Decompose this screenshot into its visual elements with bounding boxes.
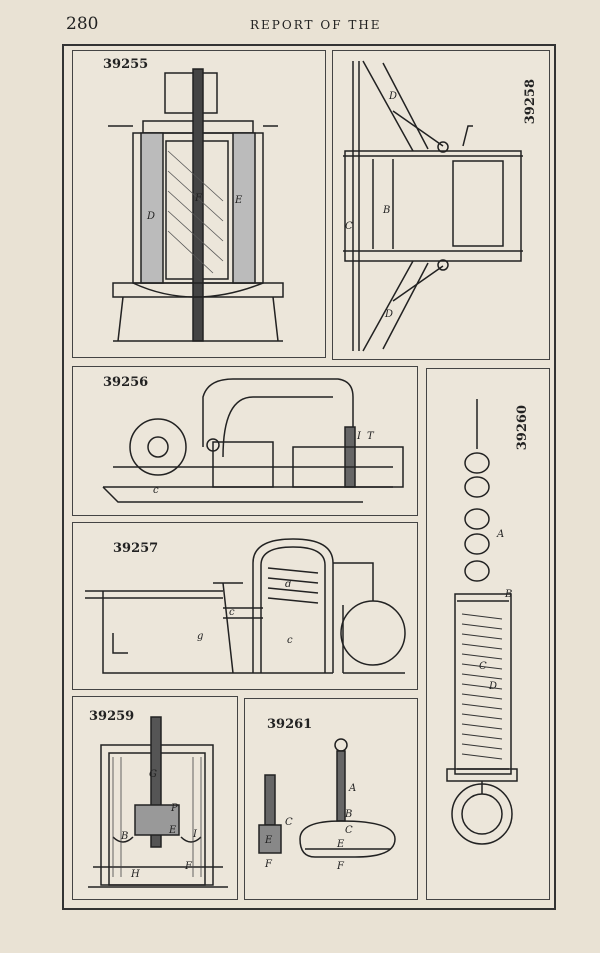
- figure-39257: 39257 d c g c: [72, 522, 418, 690]
- figure-number: 39259: [89, 709, 135, 724]
- press-drawing: F D E: [108, 68, 284, 342]
- label-C: C: [479, 661, 487, 672]
- label-E-right: E: [336, 839, 345, 850]
- label-g: g: [197, 631, 203, 642]
- figure-39255: 39255 F D E: [72, 50, 326, 358]
- label-E-left: E: [264, 835, 273, 846]
- running-head: REPORT OF THE: [250, 18, 382, 32]
- label-F: F: [194, 193, 203, 204]
- figure-39260: 39260 A B C D: [426, 368, 550, 900]
- spring-balance-drawing: A B C D: [446, 399, 518, 845]
- label-E: E: [234, 195, 243, 206]
- label-F: F: [184, 861, 193, 872]
- label-c: c: [153, 485, 159, 496]
- label-c-left: c: [229, 607, 235, 618]
- label-C: C: [345, 221, 353, 232]
- label-I: I: [192, 829, 198, 840]
- label-D: D: [488, 681, 497, 692]
- label-F-left: F: [264, 859, 273, 870]
- apparatus-drawing: d c g c: [85, 538, 406, 674]
- figure-number: 39261: [267, 717, 313, 732]
- machine-drawing: D B C D: [343, 60, 523, 352]
- figure-39259: 39259 G P B E I H F: [72, 696, 238, 900]
- label-c-right: c: [287, 635, 293, 646]
- label-A: A: [348, 783, 356, 794]
- figure-number: 39256: [103, 375, 149, 390]
- label-B: B: [120, 831, 128, 842]
- label-T: T: [367, 431, 375, 442]
- label-I: I: [356, 431, 362, 442]
- label-C-left: C: [285, 817, 293, 828]
- label-E: E: [168, 825, 177, 836]
- label-D-top: D: [388, 91, 397, 102]
- tool-drawing: A B C C E F E F: [258, 738, 396, 872]
- label-C-right: C: [345, 825, 353, 836]
- label-P: P: [170, 803, 178, 814]
- label-D: D: [146, 211, 155, 222]
- label-B: B: [504, 589, 512, 600]
- figure-39258: 39258 D B C D: [332, 50, 550, 360]
- label-H: H: [130, 869, 140, 880]
- valve-drawing: G P B E I H F: [88, 716, 228, 888]
- label-A: A: [496, 529, 504, 540]
- label-D-bottom: D: [384, 309, 393, 320]
- figure-39261: 39261 A B C C E F E F: [244, 698, 418, 900]
- figure-39256: 39256 I T c: [72, 366, 418, 516]
- label-F-right: F: [336, 861, 345, 872]
- label-B: B: [382, 205, 390, 216]
- label-G: G: [149, 769, 157, 780]
- figure-number: 39257: [113, 541, 159, 556]
- figure-number: 39255: [103, 57, 149, 72]
- sewing-machine-drawing: I T c: [102, 378, 404, 503]
- label-d: d: [285, 579, 291, 590]
- page-number: 280: [66, 14, 99, 34]
- label-B: B: [344, 809, 352, 820]
